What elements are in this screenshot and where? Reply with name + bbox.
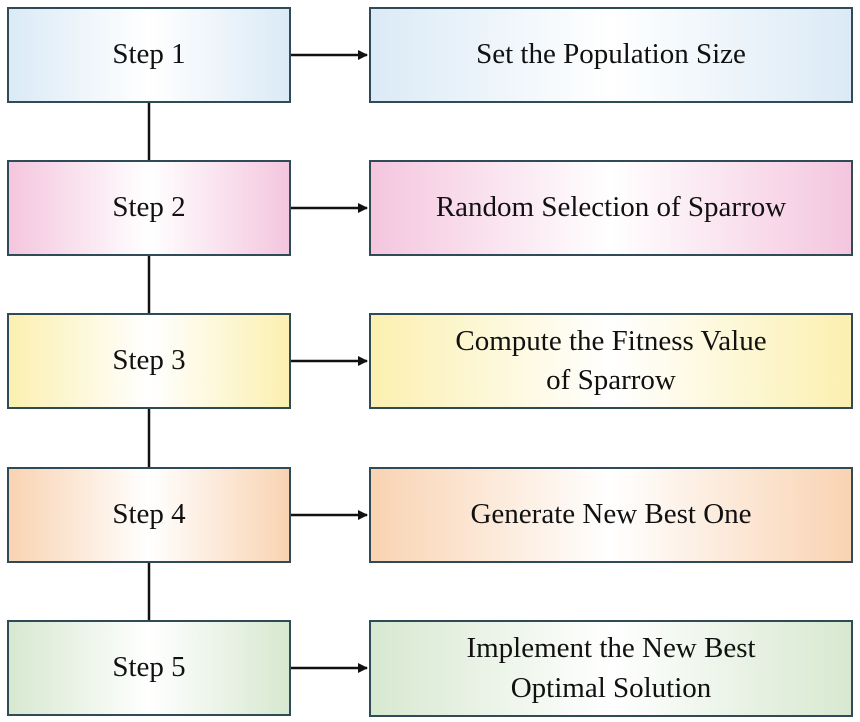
step-5-description-box: Implement the New Best Optimal Solution — [369, 620, 853, 717]
step-4-description-box: Generate New Best One — [369, 467, 853, 563]
step-2-box: Step 2 — [7, 160, 291, 256]
step-1-label: Step 1 — [112, 38, 186, 71]
step-2-label: Step 2 — [112, 191, 186, 224]
step-4-box: Step 4 — [7, 467, 291, 563]
step-1-description: Set the Population Size — [476, 38, 746, 71]
step-2-description-box: Random Selection of Sparrow — [369, 160, 853, 256]
step-3-description-box: Compute the Fitness Value of Sparrow — [369, 313, 853, 409]
step-4-description: Generate New Best One — [470, 498, 752, 531]
step-1-description-box: Set the Population Size — [369, 7, 853, 103]
step-1-box: Step 1 — [7, 7, 291, 103]
step-3-label: Step 3 — [112, 344, 186, 377]
step-2-description: Random Selection of Sparrow — [435, 191, 787, 224]
step-5-box: Step 5 — [7, 620, 291, 716]
step-5-label: Step 5 — [112, 651, 186, 684]
step-3-description: Compute the Fitness Value of Sparrow — [455, 324, 767, 396]
step-3-box: Step 3 — [7, 313, 291, 409]
step-5-description: Implement the New Best Optimal Solution — [466, 632, 756, 704]
step-4-label: Step 4 — [112, 498, 186, 531]
